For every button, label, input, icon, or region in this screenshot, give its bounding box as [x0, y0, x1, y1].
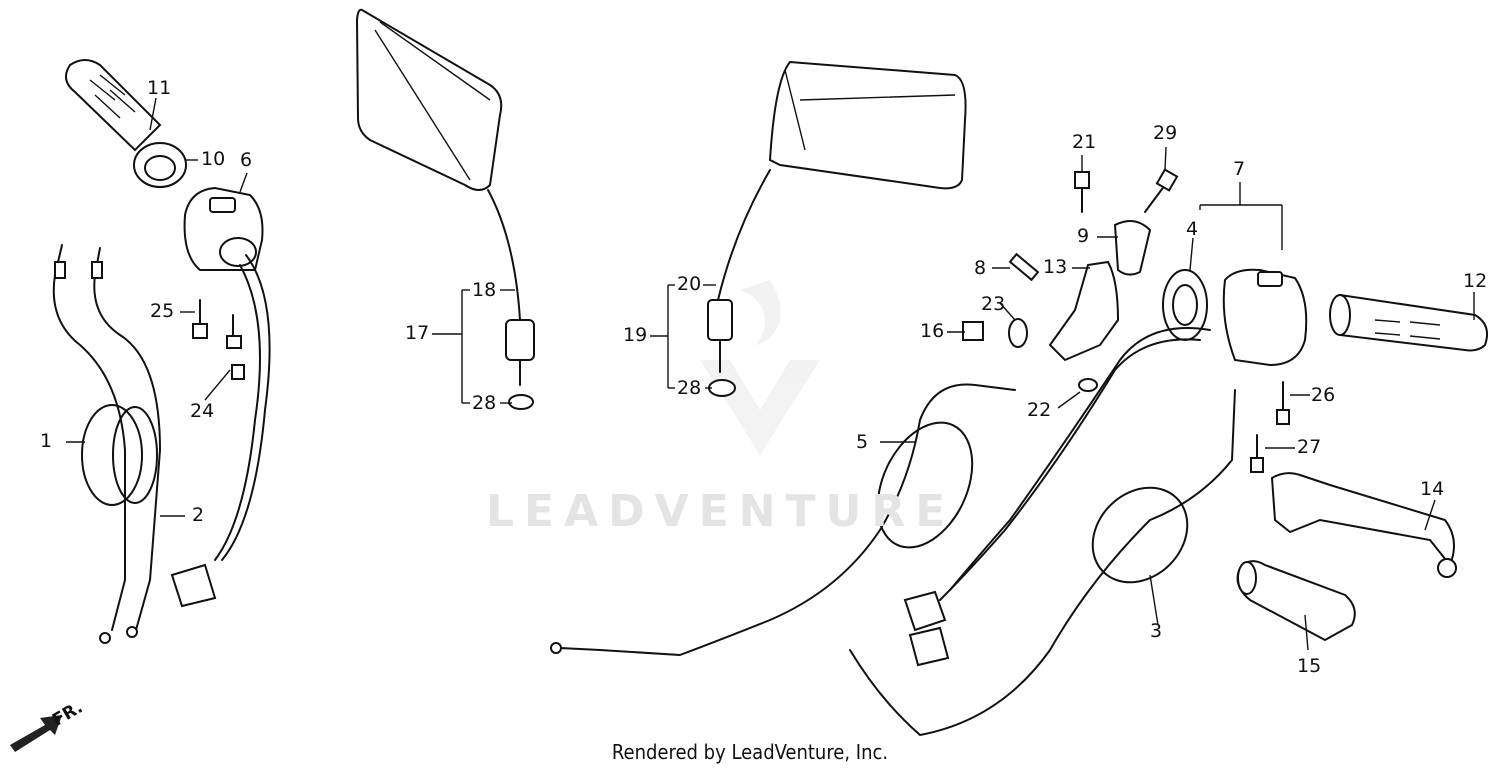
- callout-18: 18: [472, 279, 497, 301]
- callout-21: 21: [1072, 131, 1097, 153]
- callout-26: 26: [1311, 384, 1336, 406]
- right-grip: [1329, 293, 1488, 352]
- bolt-21: [1074, 171, 1090, 189]
- cable-3: [849, 389, 1236, 736]
- callout-10: 10: [201, 148, 226, 170]
- front-direction-arrow-icon: [10, 715, 62, 752]
- left-mirror: [355, 8, 535, 410]
- callout-29: 29: [1153, 122, 1178, 144]
- callout-25: 25: [150, 300, 175, 322]
- left-connector: [170, 563, 217, 608]
- brake-lever: [1270, 472, 1457, 578]
- callout-16: 16: [920, 320, 945, 342]
- callout-27: 27: [1297, 436, 1322, 458]
- lever-cover: [1236, 560, 1356, 642]
- callout-3: 3: [1150, 620, 1163, 642]
- callout-5: 5: [856, 431, 869, 453]
- callout-12: 12: [1463, 270, 1488, 292]
- throttle-cables: [52, 244, 161, 644]
- callout-14: 14: [1420, 478, 1445, 500]
- callout-9: 9: [1077, 225, 1090, 247]
- callout-22: 22: [1027, 399, 1052, 421]
- left-switch-housing: [183, 186, 264, 271]
- screw-29: [1144, 184, 1166, 213]
- callout-24: 24: [190, 400, 215, 422]
- bolt-24: [226, 314, 245, 380]
- callout-28-right: 28: [677, 377, 702, 399]
- right-switch-housing: [1162, 268, 1308, 367]
- screw-8: [1008, 252, 1040, 282]
- right-connector-upper: [903, 590, 947, 632]
- bolt-26: [1276, 409, 1290, 425]
- callout-4: 4: [1186, 218, 1199, 240]
- bolt-27: [1250, 457, 1264, 473]
- right-connector-lower: [908, 626, 950, 667]
- left-grip: [65, 59, 187, 188]
- washer-23: [1008, 318, 1028, 348]
- watermark-text: LEADVENTURE: [486, 486, 956, 537]
- clutch-lever-holder: [1048, 220, 1152, 362]
- footer-credit: Rendered by LeadVenture, Inc.: [611, 740, 889, 764]
- nut-22: [1078, 378, 1098, 392]
- callout-15: 15: [1297, 655, 1322, 677]
- callout-1: 1: [40, 430, 53, 452]
- bolt-25: [192, 299, 208, 339]
- callout-28-left: 28: [472, 392, 497, 414]
- callout-6: 6: [240, 149, 253, 171]
- callout-7: 7: [1233, 158, 1246, 180]
- callout-8: 8: [974, 257, 987, 279]
- callout-11: 11: [147, 77, 172, 99]
- callout-23: 23: [981, 293, 1006, 315]
- right-mirror: [707, 60, 967, 397]
- bolt-16: [962, 321, 984, 341]
- clutch-cable: [559, 383, 1016, 656]
- callout-2: 2: [192, 504, 205, 526]
- callout-20: 20: [677, 273, 702, 295]
- callout-13: 13: [1043, 256, 1068, 278]
- callout-19: 19: [623, 324, 648, 346]
- callout-17: 17: [405, 322, 430, 344]
